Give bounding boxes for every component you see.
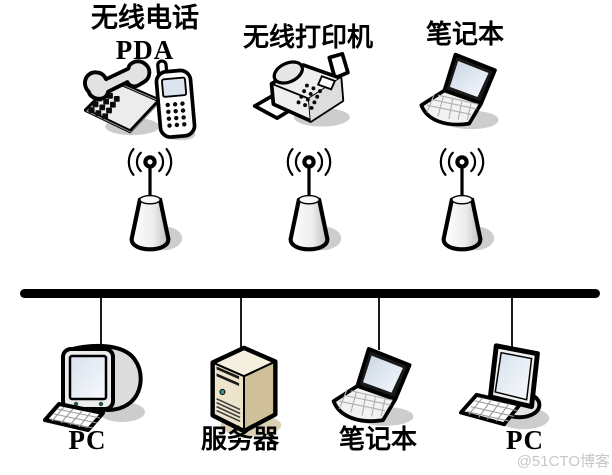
wireless-printer-label: 无线打印机 (242, 23, 373, 52)
tower-server-icon (210, 345, 282, 437)
laptop-icon-bottom (331, 347, 414, 426)
pc-right-label: PC (506, 425, 544, 455)
bus-drop-line-laptop (378, 298, 380, 350)
pda-phone-icon (154, 59, 197, 141)
bus-drop-line-pc-right (511, 298, 513, 350)
access-point-icon-1 (127, 147, 183, 252)
server-label: 服务器 (200, 425, 279, 454)
bus-drop-line-pc-left (100, 298, 102, 350)
laptop-top-label: 笔记本 (425, 20, 504, 49)
wireless-phone-label: 无线电话 (91, 3, 199, 33)
fax-printer-icon (252, 52, 350, 127)
access-point-icon-2 (286, 147, 342, 252)
lcd-monitor-keyboard-icon (459, 343, 550, 430)
bus-drop-line-server (240, 298, 242, 348)
pc-left-label: PC (68, 425, 107, 455)
laptop-icon-top (419, 52, 499, 130)
backbone-bus-line (20, 289, 600, 298)
watermark-51cto: @51CTO博客 (516, 453, 610, 470)
desk-phone-icon (83, 59, 162, 136)
laptop-bottom-label: 笔记本 (338, 425, 417, 454)
crt-monitor-keyboard-icon (43, 343, 145, 432)
access-point-icon-3 (439, 147, 495, 252)
